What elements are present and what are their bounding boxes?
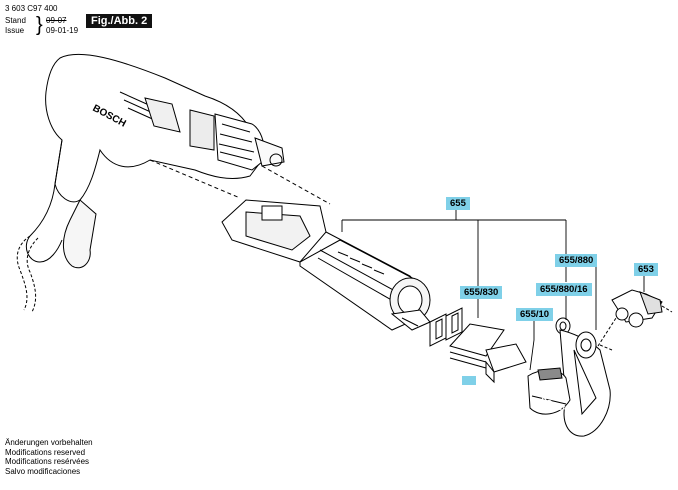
- dust-extraction-attachment: [221, 199, 431, 331]
- part-label-655-880: 655/880: [555, 254, 598, 267]
- part-label-655-830: 655/830: [460, 286, 503, 299]
- issue-value: 09-01-19: [46, 26, 79, 35]
- part-label-655-880-16: 655/880/16: [536, 283, 592, 296]
- footer-line: Änderungen vorbehalten: [5, 438, 93, 447]
- stand-label: Stand: [5, 16, 26, 25]
- footer-line: Modifications reserved: [5, 447, 86, 457]
- clamp-part: [597, 289, 673, 347]
- filter-parts: [429, 307, 527, 384]
- drill-illustration: [16, 53, 331, 313]
- footer-notes: Änderungen vorbehalten Modifications res…: [5, 438, 93, 476]
- issue-label: Issue: [5, 26, 25, 35]
- footer-line: Modifications resérvées: [5, 457, 90, 466]
- footer-line: Salvo modificaciones: [5, 466, 81, 476]
- doc-number: 3 603 C97 400: [5, 4, 58, 13]
- part-label-653: 653: [634, 263, 658, 276]
- part-label-655: 655: [446, 197, 470, 210]
- cap-assembly: [527, 317, 613, 437]
- brace-icon: }: [36, 14, 43, 36]
- part-label-655-10: 655/10: [516, 308, 554, 321]
- figure-title: Fig./Abb. 2: [86, 14, 153, 28]
- stand-value: 09-07: [46, 16, 67, 25]
- color-swatch: [462, 376, 476, 385]
